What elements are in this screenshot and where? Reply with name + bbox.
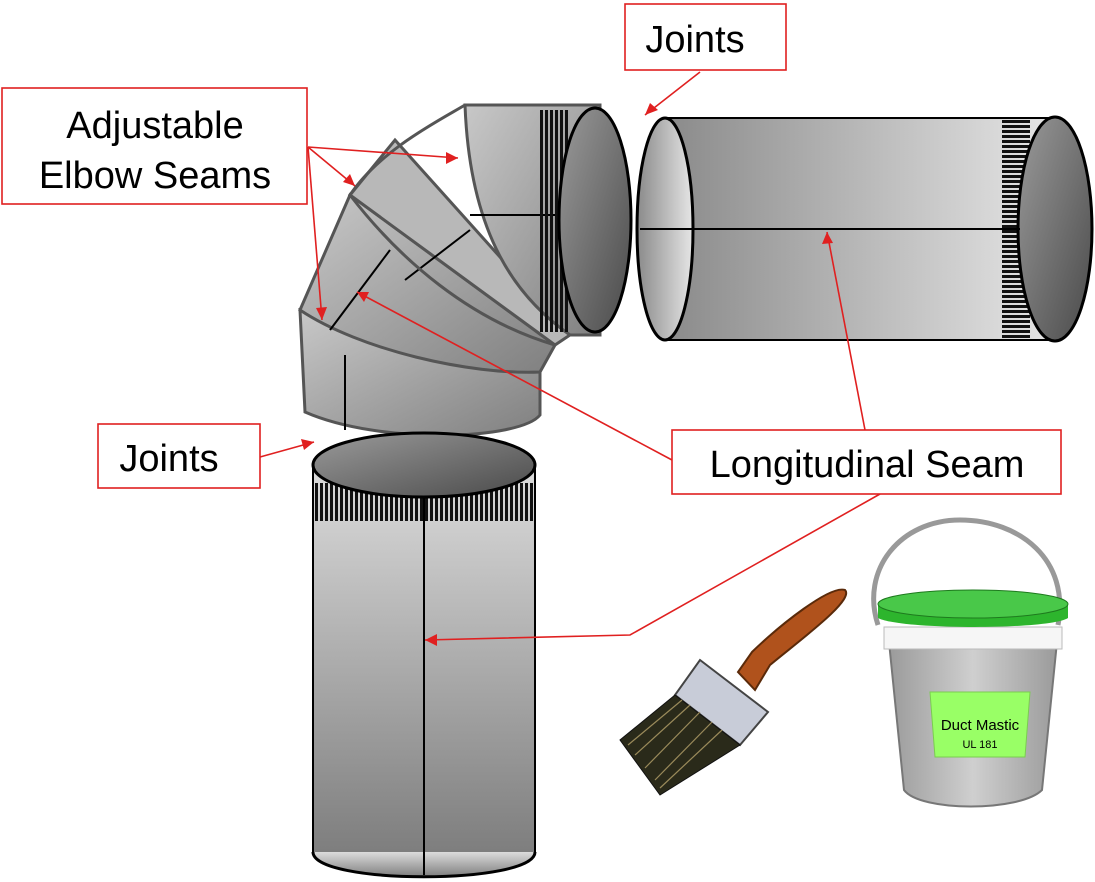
bucket-label-title: Duct Mastic (941, 717, 1020, 734)
callout-joints-top: Joints (624, 3, 787, 71)
label-longitudinal-seam: Longitudinal Seam (710, 444, 1025, 486)
adjustable-elbow (298, 103, 633, 437)
arrow-elbow-seam-1 (307, 146, 459, 159)
mastic-bucket: Duct Mastic UL 181 (871, 517, 1069, 808)
straight-duct-horizontal (635, 115, 1094, 343)
arrow-longitudinal-vertical (424, 493, 881, 641)
label-joints-left: Joints (119, 438, 218, 480)
duct-open-end (311, 431, 537, 499)
label-elbow-line2: Elbow Seams (39, 155, 271, 197)
paint-brush (619, 588, 848, 796)
straight-duct-vertical (311, 431, 537, 879)
bucket-label (929, 691, 1031, 758)
label-joints-top: Joints (645, 19, 744, 61)
arrow-longitudinal-elbow (356, 291, 673, 461)
arrow-longitudinal-horizontal (826, 231, 866, 431)
callout-elbow-seams: Adjustable Elbow Seams (1, 87, 308, 205)
label-elbow-line1: Adjustable (66, 105, 243, 147)
bucket-label-rating: UL 181 (962, 739, 997, 751)
arrow-elbow-seam-3 (307, 146, 323, 321)
callout-longitudinal-seam: Longitudinal Seam (671, 429, 1062, 495)
bucket-handle (871, 517, 1063, 626)
callout-arrows (259, 71, 881, 641)
callout-joints-left: Joints (97, 423, 261, 489)
elbow-outlet (557, 106, 633, 334)
brush-handle (736, 588, 848, 692)
arrowheads (301, 103, 833, 646)
